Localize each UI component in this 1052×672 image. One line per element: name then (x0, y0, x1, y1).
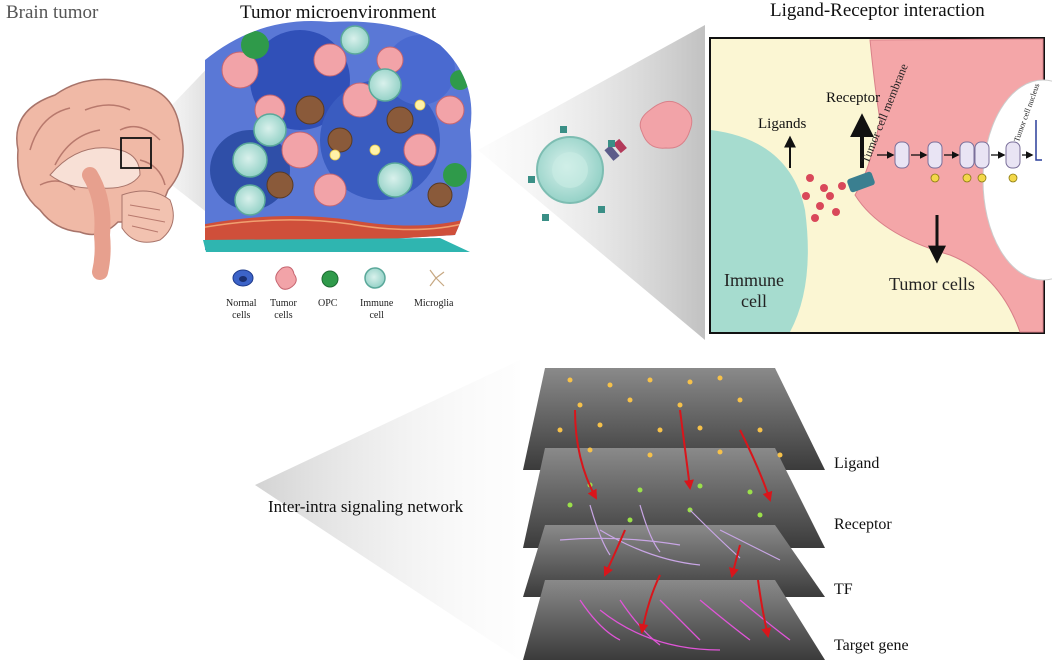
network-layers (523, 368, 825, 660)
layer-label-tf: TF (834, 581, 853, 598)
brain-zoom-box (120, 137, 152, 169)
brain-tumor-title: Brain tumor (6, 2, 99, 23)
ligands-label: Ligands (758, 116, 807, 132)
immune-cell-icon (364, 267, 386, 289)
small-tumor-cell (639, 100, 693, 149)
tumor-cell-region (854, 38, 1044, 333)
legend-icons (232, 266, 445, 290)
receptor-label: Receptor (826, 90, 881, 106)
tissue-base (203, 238, 470, 252)
layer-ligand (523, 368, 825, 470)
tumor-cell-icon (275, 266, 297, 290)
microenvironment-illustration (205, 21, 472, 250)
tf-links (559, 504, 781, 566)
zoom-cone-network (255, 360, 520, 660)
brain-illustration (16, 78, 184, 280)
layer-receptor (523, 448, 825, 548)
immune-cell-region (711, 130, 808, 332)
network-title: Inter-intra signaling network (268, 497, 464, 516)
ligand-dots (802, 174, 846, 222)
propagation-arrows (574, 409, 773, 638)
legend-microglia-label: Microglia (414, 298, 454, 309)
layer-target (523, 580, 825, 660)
layer-label-ligand: Ligand (834, 455, 880, 472)
ligand-receptor-panel (709, 37, 1052, 334)
target-links (579, 599, 791, 651)
layer-label-receptor: Receptor (834, 516, 892, 533)
legend-opc-label: OPC (318, 298, 338, 309)
microenvironment-title: Tumor microenvironment (240, 2, 437, 23)
tumor-cells-label: Tumor cells (889, 274, 975, 294)
ligand-receptor-title: Ligand-Receptor interaction (770, 0, 985, 21)
layer-label-target-gene: Target gene (834, 637, 909, 654)
microglia-icon (429, 269, 445, 287)
ligand-points (557, 375, 783, 458)
opc-icon (321, 270, 339, 288)
signaling-cascade (894, 141, 1021, 169)
receptor-shape (847, 171, 875, 193)
immune-tumor-contact (528, 100, 693, 221)
